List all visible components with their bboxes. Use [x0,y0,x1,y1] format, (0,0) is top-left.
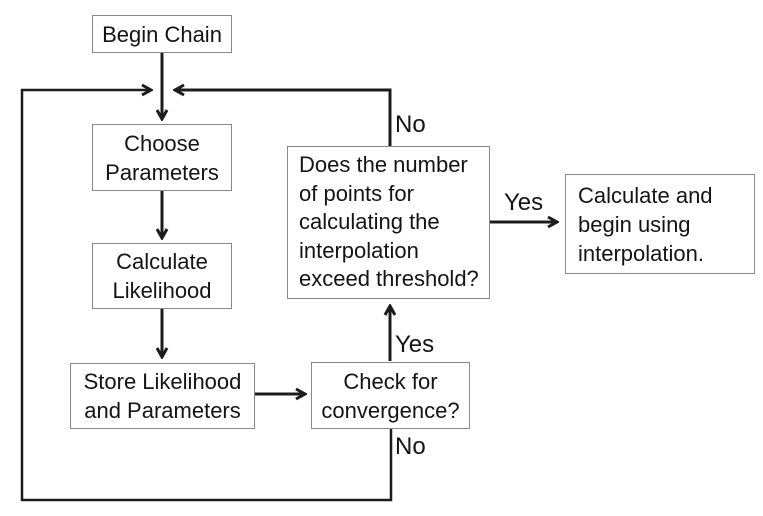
node-label: Likelihood [112,278,212,303]
node-store-likelihood-and-parameters: Store Likelihood and Parameters [70,363,255,429]
node-interpolation-threshold: Does the number of points for calculatin… [287,146,490,299]
node-label: of points for [299,180,414,206]
edge-label-no-convergence: No [395,433,426,460]
node-label: interpolation. [578,240,704,266]
node-choose-parameters: Choose Parameters [92,124,232,191]
node-label: Does the number [299,152,468,178]
node-label: convergence? [321,397,460,423]
node-label: Calculate [116,249,208,274]
edge-no-top-loop [176,90,392,146]
edge-label-yes-to-interpolation: Yes [504,189,544,216]
node-label: calculating the [299,209,440,235]
node-calculate-likelihood: Calculate Likelihood [92,243,232,309]
node-label: begin using [578,211,691,237]
node-label: Check for [343,368,438,394]
node-use-interpolation: Calculate and begin using interpolation. [565,174,755,274]
node-label: and Parameters [84,398,241,423]
node-label: interpolation [299,237,419,263]
node-label: exceed threshold? [299,266,479,292]
node-label: Parameters [105,159,219,185]
edge-label-yes-convergence: Yes [395,331,435,358]
node-label: Calculate and [578,182,713,208]
node-label: Store Likelihood [83,369,242,394]
node-label: Begin Chain [102,21,222,47]
node-label: Choose [124,130,200,156]
edge-label-no-top: No [395,111,426,138]
node-begin-chain: Begin Chain [92,15,232,53]
edge-no-return-loop [20,90,393,502]
node-check-convergence: Check for convergence? [311,362,470,429]
